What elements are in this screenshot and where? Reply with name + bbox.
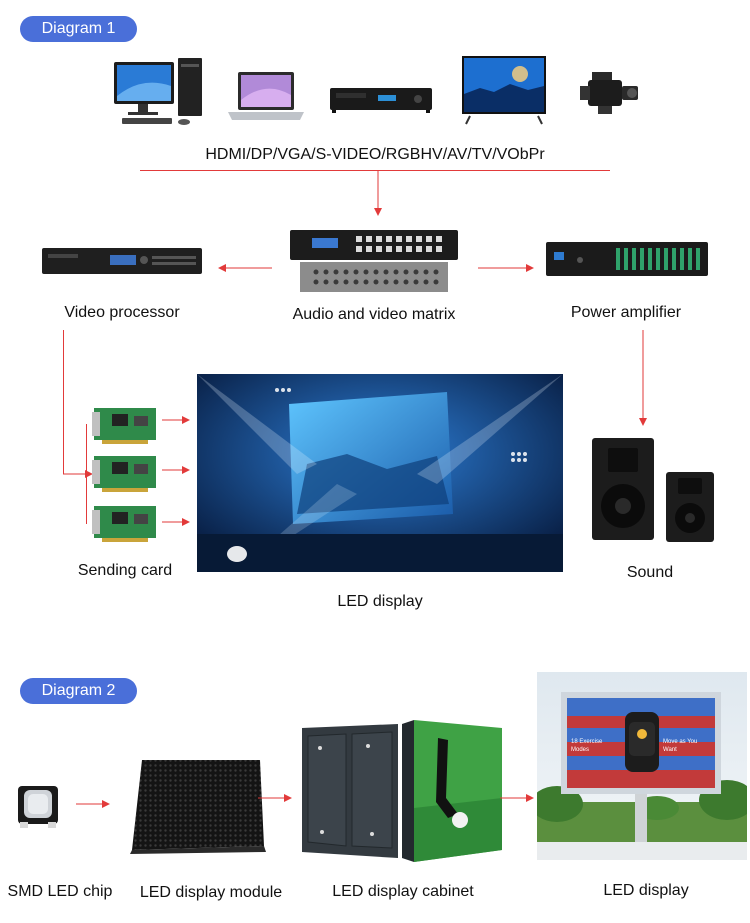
smd-led-chip-image	[18, 786, 58, 828]
arrow-module-to-cabinet	[258, 794, 292, 802]
signal-types-label: HDMI/DP/VGA/S-VIDEO/RGBHV/AV/TV/VObPr	[205, 146, 545, 163]
arrow-to-sound	[639, 330, 647, 426]
diagram1-badge: Diagram 1	[20, 16, 137, 42]
smd-led-chip-label: SMD LED chip	[7, 883, 113, 900]
processor-down-line	[63, 330, 64, 474]
sending-card-2	[92, 456, 156, 492]
desktop-computer-icon	[114, 58, 202, 125]
billboard-left-text: 18 Exercise Modes	[571, 739, 603, 753]
billboard-image: 18 Exercise Modes Move as You Want	[537, 672, 747, 860]
sending-card-3	[92, 506, 156, 542]
billboard-scenery	[537, 692, 747, 860]
led-cabinet-label: LED display cabinet	[332, 883, 474, 900]
power-amplifier-device	[546, 242, 708, 276]
led-display-label-2: LED display	[603, 882, 689, 899]
arrow-to-power-amplifier	[478, 264, 534, 272]
arrow-to-sending-cards	[63, 470, 93, 478]
arrow-chip-to-module	[76, 800, 110, 808]
source-bus-line	[140, 170, 610, 171]
video-processor-label: Video processor	[64, 304, 180, 321]
sending-card-label: Sending card	[77, 562, 173, 579]
arrow-card1-to-display	[162, 416, 190, 424]
laptop-icon	[228, 72, 304, 120]
arrow-to-video-processor	[218, 264, 272, 272]
led-module-image	[130, 760, 266, 854]
power-amplifier-label: Power amplifier	[570, 304, 682, 321]
av-matrix-label: Audio and video matrix	[292, 306, 456, 323]
billboard-right-text: Move as You Want	[663, 739, 698, 753]
arrow-card3-to-display	[162, 518, 190, 526]
dvd-player-icon	[330, 88, 432, 113]
speakers-image	[592, 438, 714, 542]
led-stage-image	[197, 374, 563, 572]
led-module-label: LED display module	[139, 884, 283, 901]
tv-icon	[462, 56, 546, 125]
video-camera-icon	[580, 72, 638, 114]
av-matrix-device	[290, 230, 458, 292]
sending-card-1	[92, 408, 156, 444]
arrow-to-matrix	[374, 170, 382, 216]
sending-card-bus	[86, 424, 87, 524]
video-processor-device	[42, 248, 202, 274]
arrow-cabinet-to-display	[500, 794, 534, 802]
arrow-card2-to-display	[162, 466, 190, 474]
led-cabinet-image	[302, 720, 502, 862]
led-display-label-1: LED display	[337, 593, 423, 610]
sound-label: Sound	[626, 564, 674, 581]
diagram2-badge: Diagram 2	[20, 678, 137, 704]
